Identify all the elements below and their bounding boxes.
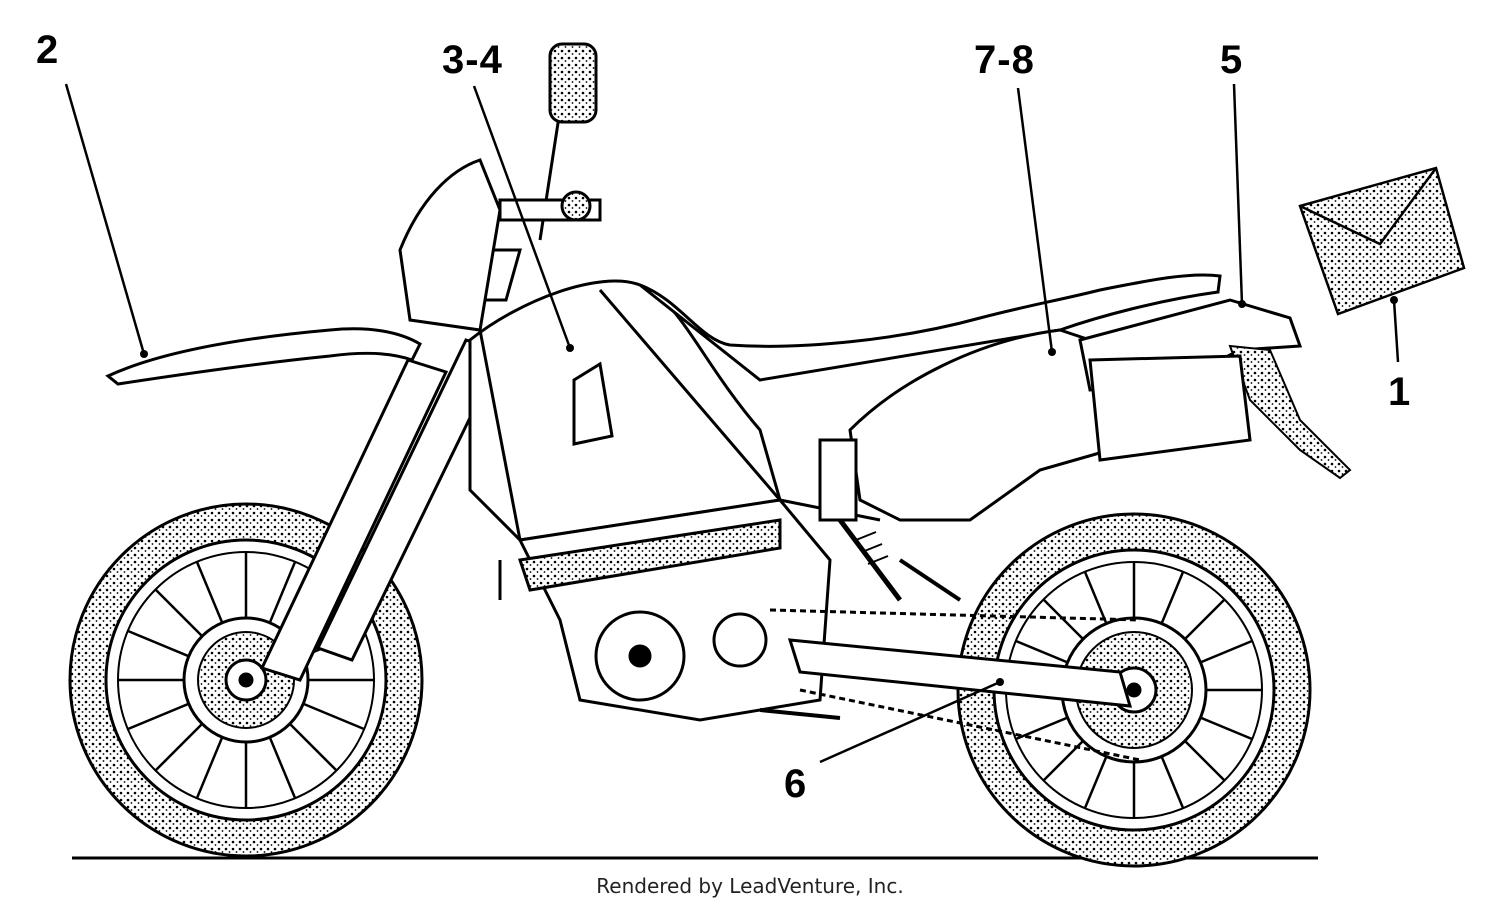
leader-lines bbox=[64, 83, 1400, 764]
callout-5: 5 bbox=[1220, 38, 1244, 82]
callout-6: 6 bbox=[784, 762, 808, 806]
callout-1: 1 bbox=[1388, 370, 1412, 414]
callout-2: 2 bbox=[36, 28, 60, 72]
side-panel bbox=[848, 328, 1112, 522]
footpeg bbox=[759, 558, 962, 720]
number-plate bbox=[398, 158, 502, 332]
chain bbox=[769, 608, 1141, 762]
leader-dots bbox=[140, 296, 1398, 686]
muffler bbox=[1088, 354, 1252, 462]
manual-envelope-icon bbox=[1298, 166, 1466, 316]
callout-3-4: 3-4 bbox=[442, 38, 503, 82]
callout-7-8: 7-8 bbox=[974, 38, 1035, 82]
rear-shock bbox=[818, 438, 902, 602]
footer-credit: Rendered by LeadVenture, Inc. bbox=[596, 874, 904, 898]
handlebar-mirror bbox=[498, 42, 602, 241]
front-fender bbox=[105, 327, 422, 386]
license-bracket bbox=[1228, 344, 1352, 480]
swingarm bbox=[787, 638, 1133, 708]
seat bbox=[639, 273, 1222, 382]
front-wheel bbox=[68, 502, 424, 858]
engine bbox=[517, 498, 832, 722]
tank-vent bbox=[572, 361, 614, 446]
rear-wheel bbox=[956, 512, 1312, 868]
